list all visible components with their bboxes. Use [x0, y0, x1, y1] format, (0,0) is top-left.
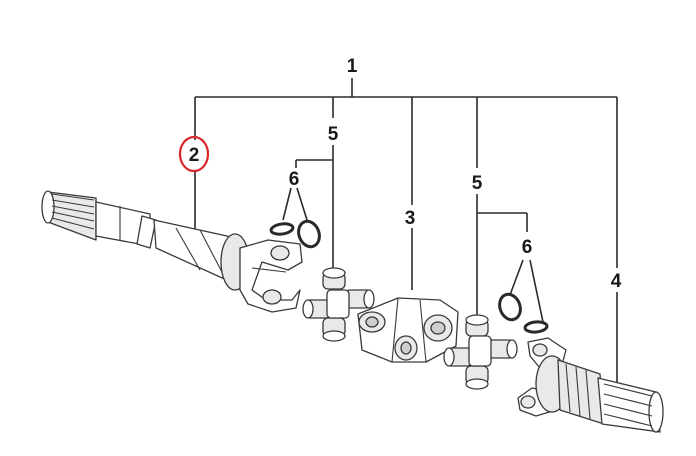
callout-6-rings-right: 6: [522, 237, 533, 258]
callout-5-cross-left: 5: [328, 124, 339, 145]
snap-rings-right: [498, 292, 549, 334]
universal-joint-cross-right: [443, 314, 518, 390]
snap-rings-left: [269, 219, 321, 249]
callout-2-shaft: 2: [189, 145, 200, 166]
leader-lines: [194, 78, 618, 392]
callout-5-cross-right: 5: [472, 173, 483, 194]
stub-shaft-part: [517, 337, 664, 433]
center-double-yoke: [357, 297, 459, 363]
callout-1-assembly: 1: [347, 56, 358, 77]
callout-3-center-yoke: 3: [405, 208, 416, 229]
callout-4-stub-shaft: 4: [611, 271, 622, 292]
callout-6-rings-left: 6: [289, 169, 300, 190]
shaft-part: [41, 190, 303, 313]
highlight-circle: [178, 135, 210, 173]
universal-joint-cross-left: [302, 267, 375, 342]
